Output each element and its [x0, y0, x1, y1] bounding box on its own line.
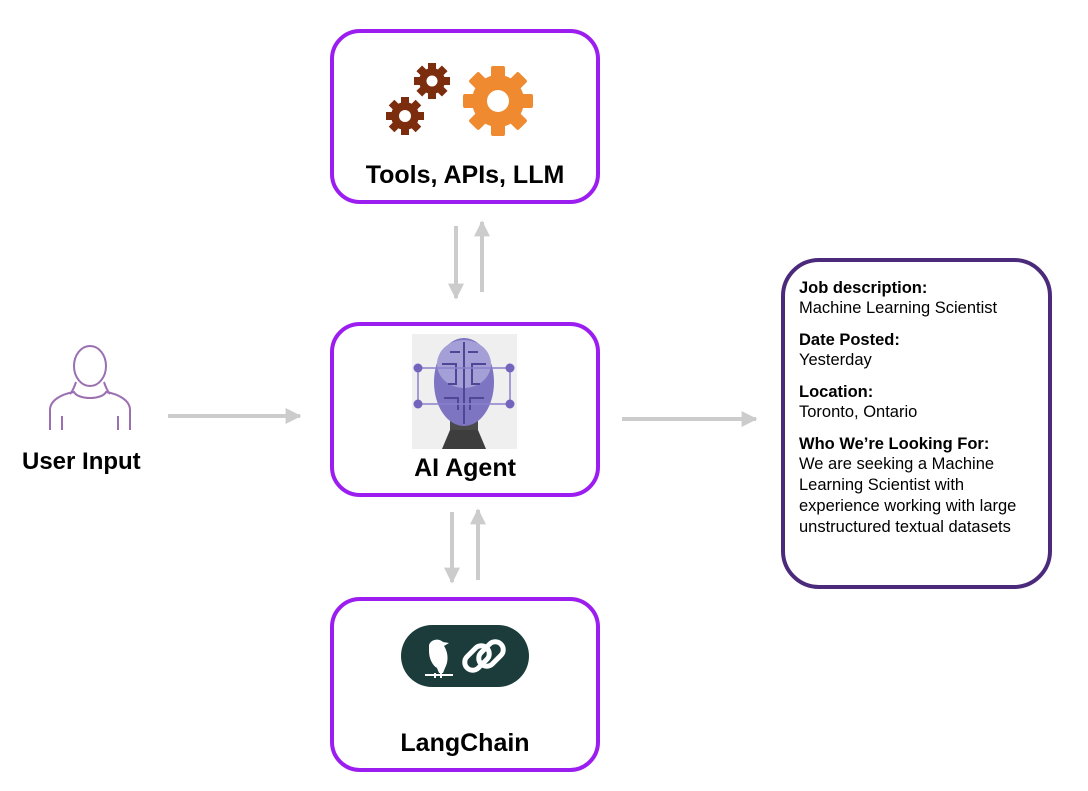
job-field-value: We are seeking a Machine Learning Scient… [799, 455, 1017, 536]
job-field-label: Date Posted: [799, 331, 900, 349]
agent-label: AI Agent [414, 454, 516, 482]
tools-label: Tools, APIs, LLM [365, 161, 565, 189]
user-icon [49, 345, 131, 430]
langchain-label: LangChain [400, 729, 530, 757]
job-field: Job description: Machine Learning Scient… [799, 278, 1034, 319]
tools-box: Tools, APIs, LLM [330, 29, 600, 204]
job-description-card: Job description: Machine Learning Scient… [781, 258, 1052, 589]
job-field-value: Yesterday [799, 351, 872, 369]
ai-head-icon [412, 334, 517, 449]
job-field: Who We’re Looking For: We are seeking a … [799, 434, 1034, 538]
job-field-value: Machine Learning Scientist [799, 299, 998, 317]
user-input-label: User Input [22, 448, 141, 475]
job-field: Location: Toronto, Ontario [799, 382, 1034, 423]
job-field-value: Toronto, Ontario [799, 403, 918, 421]
langchain-logo [401, 625, 529, 687]
job-field: Date Posted: Yesterday [799, 330, 1034, 371]
job-field-label: Job description: [799, 279, 928, 297]
job-field-label: Location: [799, 383, 874, 401]
langchain-box: LangChain [330, 597, 600, 772]
job-field-label: Who We’re Looking For: [799, 435, 990, 453]
agent-box: AI Agent [330, 322, 600, 497]
gears-icon [386, 63, 533, 136]
